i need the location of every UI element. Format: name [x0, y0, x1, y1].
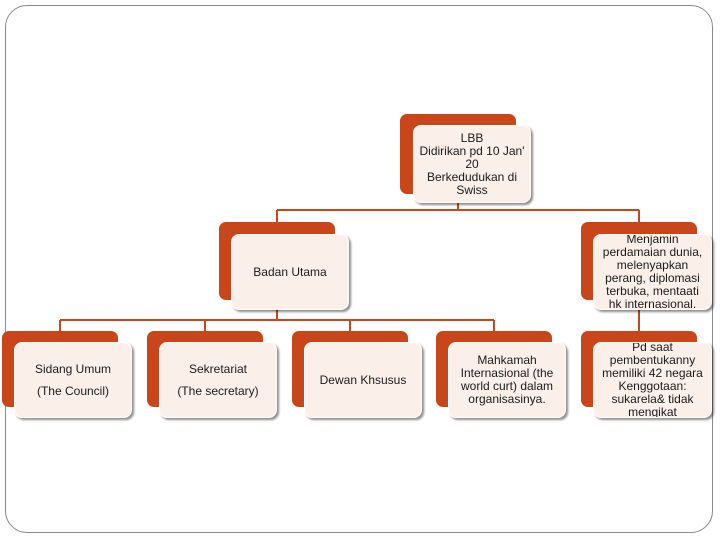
connector-badan-to-level3 — [59, 307, 495, 332]
node-dewan-khusus: Dewan Khsusus — [292, 331, 422, 418]
anggota-line: memiliki 42 negara — [602, 366, 703, 380]
tujuan-line: perdamaian dunia, — [602, 245, 703, 259]
node-sekretariat: Sekretariat (The secretary) — [147, 331, 277, 418]
node-anggota: Pd saat pembentukanny memiliki 42 negara… — [581, 331, 712, 418]
lbb-line: Berkedudukan di — [426, 169, 518, 184]
sidang-umum-english: (The Council) — [36, 383, 110, 398]
tujuan-line: terbuka, mentaati — [606, 284, 699, 298]
mahkamah-line: organisasinya. — [468, 392, 546, 406]
node-badan-utama: Badan Utama — [219, 222, 349, 310]
sekretariat-name: Sekretariat — [188, 361, 248, 376]
tujuan-line: hk internasional. — [608, 297, 697, 310]
lbb-line: Didirikan pd 10 Jan' — [419, 143, 525, 158]
node-lbb: LBB Didirikan pd 10 Jan' 20 Berkedudukan… — [400, 114, 531, 203]
connector-lbb-to-level2 — [276, 198, 640, 224]
sekretariat-english: (The secretary) — [177, 383, 259, 398]
tujuan-line: melenyapkan — [616, 258, 689, 272]
keanggotaan-line: Kenggotaan: — [618, 379, 687, 393]
node-sekretariat-card: Sekretariat (The secretary) — [159, 342, 277, 418]
sidang-umum-name: Sidang Umum — [34, 361, 112, 376]
node-sidang-umum: Sidang Umum (The Council) — [2, 331, 132, 418]
lbb-line: Swiss — [456, 182, 488, 197]
keanggotaan-line: sukarela& tidak — [611, 392, 694, 406]
dewan-khusus-label: Dewan Khsusus — [319, 372, 407, 387]
lbb-line: LBB — [460, 130, 484, 145]
node-badan-utama-card: Badan Utama — [231, 234, 349, 310]
node-sidang-umum-card: Sidang Umum (The Council) — [14, 342, 132, 418]
node-lbb-card: LBB Didirikan pd 10 Jan' 20 Berkedudukan… — [413, 125, 531, 203]
badan-utama-label: Badan Utama — [253, 264, 327, 279]
mahkamah-line: Mahkamah — [477, 353, 537, 367]
node-tujuan-card: Menjamin perdamaian dunia, melenyapkan p… — [593, 234, 712, 310]
mahkamah-line: world curt) dalam — [460, 379, 554, 393]
lbb-line: 20 — [465, 156, 479, 171]
keanggotaan-line: mengikat — [628, 405, 677, 418]
node-tujuan: Menjamin perdamaian dunia, melenyapkan p… — [581, 222, 712, 310]
tujuan-line: Menjamin — [626, 234, 679, 246]
anggota-line: pembentukanny — [609, 353, 696, 367]
anggota-line: Pd saat — [632, 342, 673, 354]
node-mahkamah-card: Mahkamah Internasional (the world curt) … — [448, 342, 566, 418]
node-anggota-card: Pd saat pembentukanny memiliki 42 negara… — [593, 342, 712, 418]
node-dewan-khusus-card: Dewan Khsusus — [304, 342, 422, 418]
mahkamah-line: Internasional (the — [460, 366, 554, 380]
tujuan-line: perang, diplomasi — [605, 271, 700, 285]
node-mahkamah: Mahkamah Internasional (the world curt) … — [436, 331, 566, 418]
